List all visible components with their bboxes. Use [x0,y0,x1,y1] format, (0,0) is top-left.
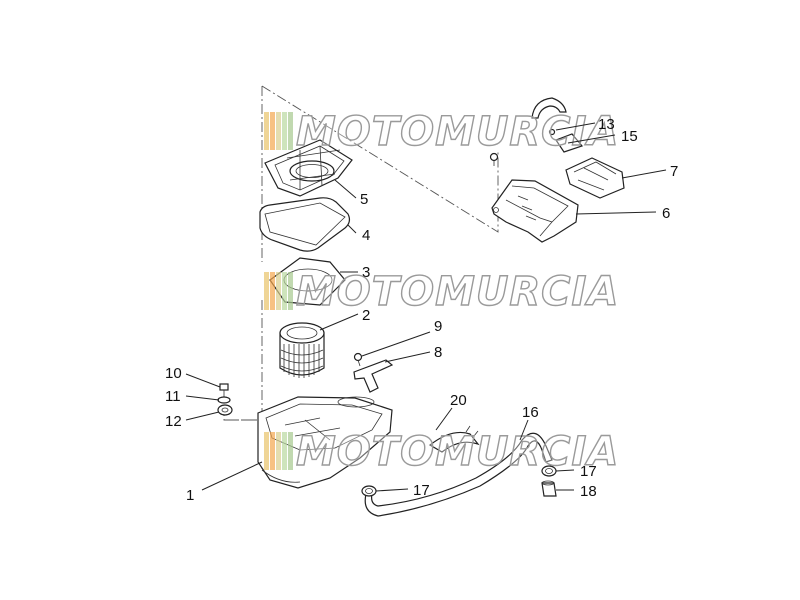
callout-7[interactable]: 7 [670,163,678,180]
part-7-intake-duct[interactable] [565,157,625,199]
callout-8[interactable]: 8 [434,344,442,361]
callout-1[interactable]: 1 [186,487,194,504]
watermark-text: MOTOMURCIA [296,429,619,475]
part-4-gasket[interactable] [259,197,351,252]
part-17-clamp-right[interactable] [541,465,557,477]
callout-labels: 13 15 7 6 5 4 3 2 9 8 10 11 12 1 20 16 1… [165,116,678,504]
callout-2[interactable]: 2 [362,307,370,324]
part-12-grommet[interactable] [217,404,233,416]
callout-17-right[interactable]: 17 [580,463,597,480]
part-6-intake-housing[interactable] [491,179,579,243]
part-2-air-filter-element[interactable] [279,322,325,378]
callout-20[interactable]: 20 [450,392,467,409]
watermark-text: MOTOMURCIA [296,269,619,315]
callout-5[interactable]: 5 [360,191,368,208]
part-13-clip[interactable] [531,97,567,136]
watermark-2: MOTOMURCIA [264,268,619,316]
callout-4[interactable]: 4 [362,227,370,244]
part-16-drain-hose[interactable] [364,432,553,517]
part-17-clamp-left[interactable] [361,485,377,497]
watermark-1: MOTOMURCIA [264,108,619,156]
callout-17-left[interactable]: 17 [413,482,430,499]
part-11-washer[interactable] [217,396,231,404]
watermark-text: MOTOMURCIA [296,109,619,155]
callout-9[interactable]: 9 [434,318,442,335]
part-10-bolt[interactable] [219,383,229,397]
leader-lines [185,122,667,492]
part-9-screw[interactable] [353,352,363,367]
part-5-filter-cover[interactable] [264,139,353,197]
part-20-breather-tube[interactable] [428,425,480,453]
screw-top-part[interactable] [489,152,499,167]
callout-10[interactable]: 10 [165,365,182,382]
callout-11[interactable]: 11 [165,388,181,405]
callout-18[interactable]: 18 [580,483,597,500]
callout-6[interactable]: 6 [662,205,670,222]
callout-12[interactable]: 12 [165,413,182,430]
callout-15[interactable]: 15 [621,128,638,145]
callout-16[interactable]: 16 [522,404,539,421]
callout-13[interactable]: 13 [598,116,615,133]
part-18-cap[interactable] [541,480,557,497]
callout-3[interactable]: 3 [362,264,370,281]
watermark-3: MOTOMURCIA [264,428,619,476]
